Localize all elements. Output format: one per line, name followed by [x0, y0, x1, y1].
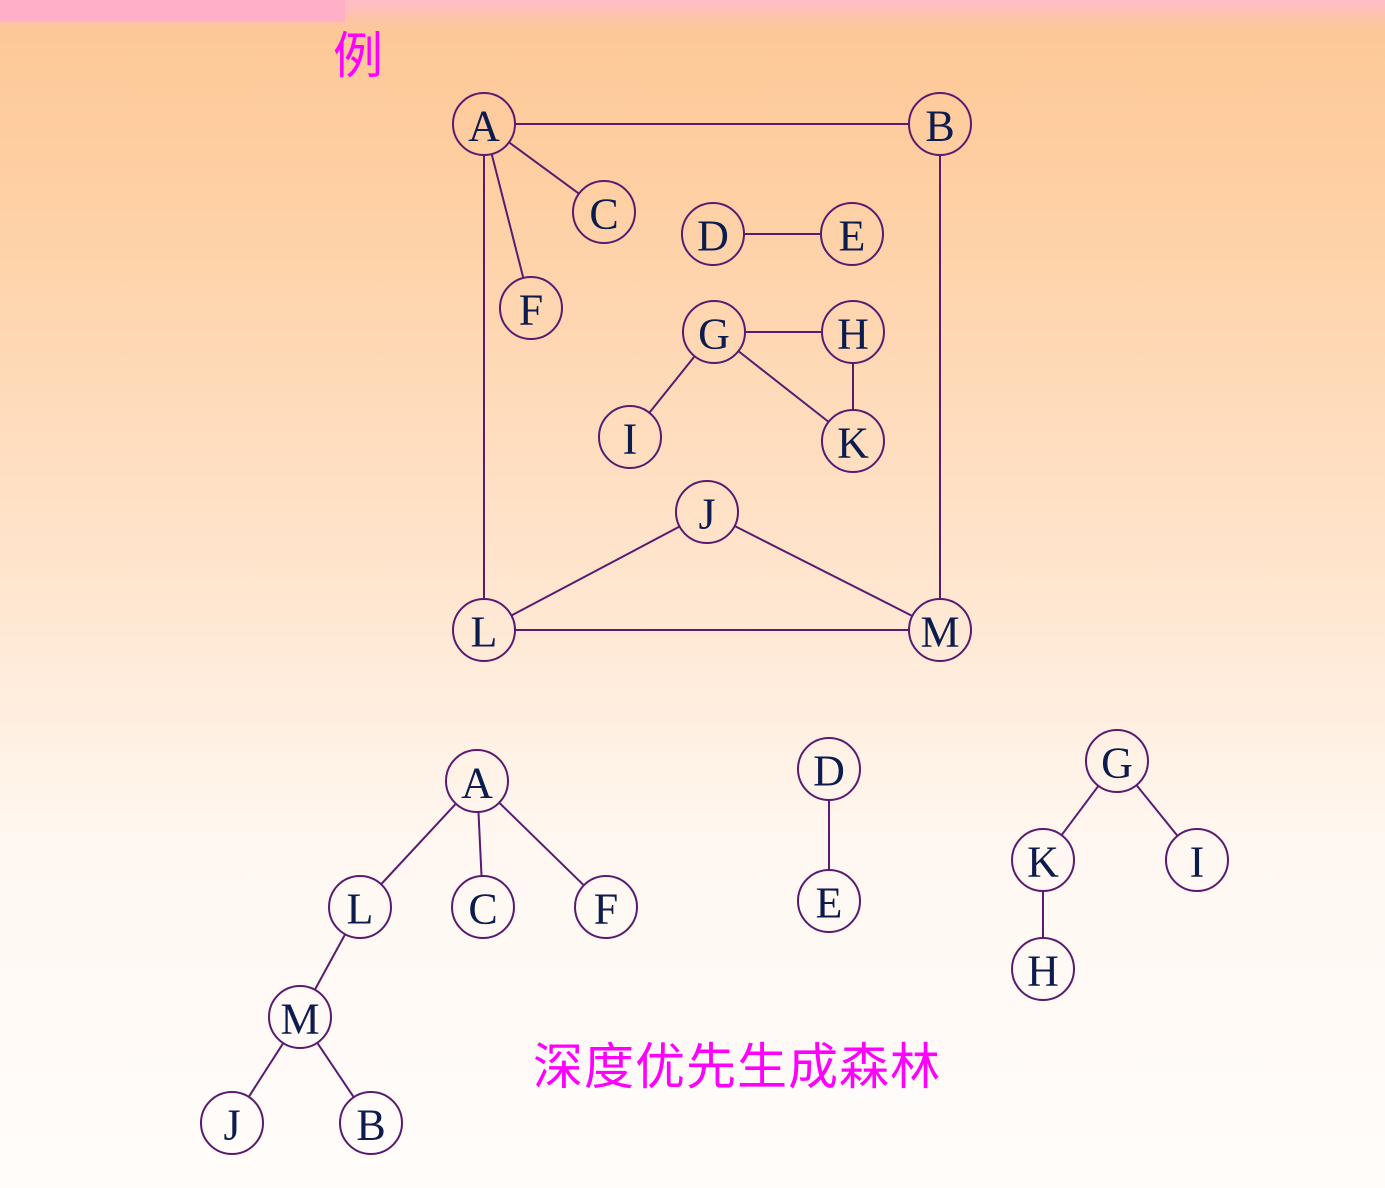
tree1-node-B-circle — [339, 1091, 403, 1155]
tree2-node-D: D — [797, 737, 861, 801]
tree3-node-K-label: K — [1027, 838, 1059, 887]
tree3-node-I-label: I — [1190, 838, 1205, 887]
graph-node-H: H — [821, 300, 885, 364]
tree1-edge-M-J — [247, 1042, 285, 1098]
graph-edge-G-I — [648, 355, 696, 414]
graph-node-G-label: G — [698, 310, 730, 359]
tree1-node-J-circle — [200, 1091, 264, 1155]
tree1-edge-A-F — [498, 801, 585, 887]
tree3-node-K: K — [1011, 828, 1075, 892]
tree3-node-I-circle — [1165, 828, 1229, 892]
graph-node-M: M — [908, 598, 972, 662]
graph-node-A-label: A — [468, 102, 500, 151]
graph-node-J-circle — [675, 480, 739, 544]
graph-node-G-circle — [682, 300, 746, 364]
example-label: 例 — [333, 27, 383, 85]
graph-node-A: A — [452, 92, 516, 156]
tree1-node-M-circle — [268, 985, 332, 1049]
graph-node-A-circle — [452, 92, 516, 156]
tree1-node-L: L — [328, 875, 392, 939]
tree1-node-A-label: A — [461, 759, 493, 808]
original-graph: A B C D E F G H I J K L M — [452, 92, 972, 662]
tree1-node-C-label: C — [468, 885, 497, 934]
tree1-node-B: B — [339, 1091, 403, 1155]
tree2-node-D-label: D — [813, 747, 845, 796]
graph-node-F: F — [499, 276, 563, 340]
tree3-node-G: G — [1085, 729, 1149, 793]
tree3-node-H-label: H — [1027, 947, 1059, 996]
tree1-edge-L-M — [313, 933, 347, 991]
graph-node-C: C — [572, 180, 636, 244]
graph-node-C-label: C — [589, 190, 618, 239]
graph-node-D: D — [681, 202, 745, 266]
tree1-node-B-label: B — [356, 1101, 385, 1150]
graph-node-M-label: M — [920, 608, 959, 657]
graph-edge-J-L — [510, 525, 681, 617]
graph-node-D-circle — [681, 202, 745, 266]
tree2-node-E: E — [797, 869, 861, 933]
graph-node-D-label: D — [697, 212, 729, 261]
graph-node-I-label: I — [623, 415, 638, 464]
tree1-node-F: F — [574, 875, 638, 939]
tree3-edge-G-I — [1135, 784, 1179, 837]
graph-node-H-label: H — [837, 310, 869, 359]
tree1-edge-A-L — [380, 803, 457, 885]
graph-node-K: K — [821, 409, 885, 473]
tree1-node-A: A — [445, 749, 509, 813]
tree1-node-J: J — [200, 1091, 264, 1155]
graph-node-M-circle — [908, 598, 972, 662]
top-strip — [0, 0, 345, 22]
tree1-edge-A-C — [477, 811, 483, 877]
tree1-node-C: C — [451, 875, 515, 939]
graph-node-K-circle — [821, 409, 885, 473]
tree1-node-M: M — [268, 985, 332, 1049]
tree3-node-K-circle — [1011, 828, 1075, 892]
graph-node-B-circle — [908, 92, 972, 156]
graph-node-J-label: J — [698, 490, 715, 539]
graph-node-C-circle — [572, 180, 636, 244]
graph-node-H-circle — [821, 300, 885, 364]
graph-node-B: B — [908, 92, 972, 156]
graph-node-F-label: F — [519, 286, 543, 335]
tree3-node-H: H — [1011, 937, 1075, 1001]
tree1-node-M-label: M — [280, 995, 319, 1044]
tree1-edge-M-B — [316, 1042, 355, 1098]
tree1-node-L-circle — [328, 875, 392, 939]
graph-node-F-circle — [499, 276, 563, 340]
tree2-node-E-circle — [797, 869, 861, 933]
tree3-node-H-circle — [1011, 937, 1075, 1001]
tree3-node-G-circle — [1085, 729, 1149, 793]
graph-node-L-circle — [452, 598, 516, 662]
graph-edge-J-M — [734, 525, 913, 617]
graph-node-E-circle — [820, 202, 884, 266]
graph-node-B-label: B — [925, 102, 954, 151]
graph-node-E: E — [820, 202, 884, 266]
tree1-node-J-label: J — [223, 1101, 240, 1150]
graph-edge-A-F — [490, 153, 525, 279]
graph-node-J: J — [675, 480, 739, 544]
graph-node-I: I — [598, 405, 662, 469]
graph-node-K-label: K — [837, 419, 869, 468]
graph-node-E-label: E — [839, 212, 866, 261]
tree2-node-D-circle — [797, 737, 861, 801]
tree3-node-I: I — [1165, 828, 1229, 892]
graph-node-L-label: L — [471, 608, 498, 657]
graph-edge-A-C — [508, 141, 580, 195]
tree1-node-L-label: L — [347, 885, 374, 934]
graph-edge-G-K — [737, 350, 830, 423]
graph-node-G: G — [682, 300, 746, 364]
graph-node-I-circle — [598, 405, 662, 469]
tree1-node-F-label: F — [594, 885, 618, 934]
spanning-forest: A L C F M J B D E G K I H — [200, 729, 1229, 1155]
forest-caption: 深度优先生成森林 — [533, 1038, 941, 1096]
graph-node-L: L — [452, 598, 516, 662]
tree1-node-A-circle — [445, 749, 509, 813]
tree3-edge-G-K — [1060, 785, 1100, 836]
tree2-node-E-label: E — [816, 879, 843, 928]
tree1-node-C-circle — [451, 875, 515, 939]
tree3-node-G-label: G — [1101, 739, 1133, 788]
tree1-node-F-circle — [574, 875, 638, 939]
